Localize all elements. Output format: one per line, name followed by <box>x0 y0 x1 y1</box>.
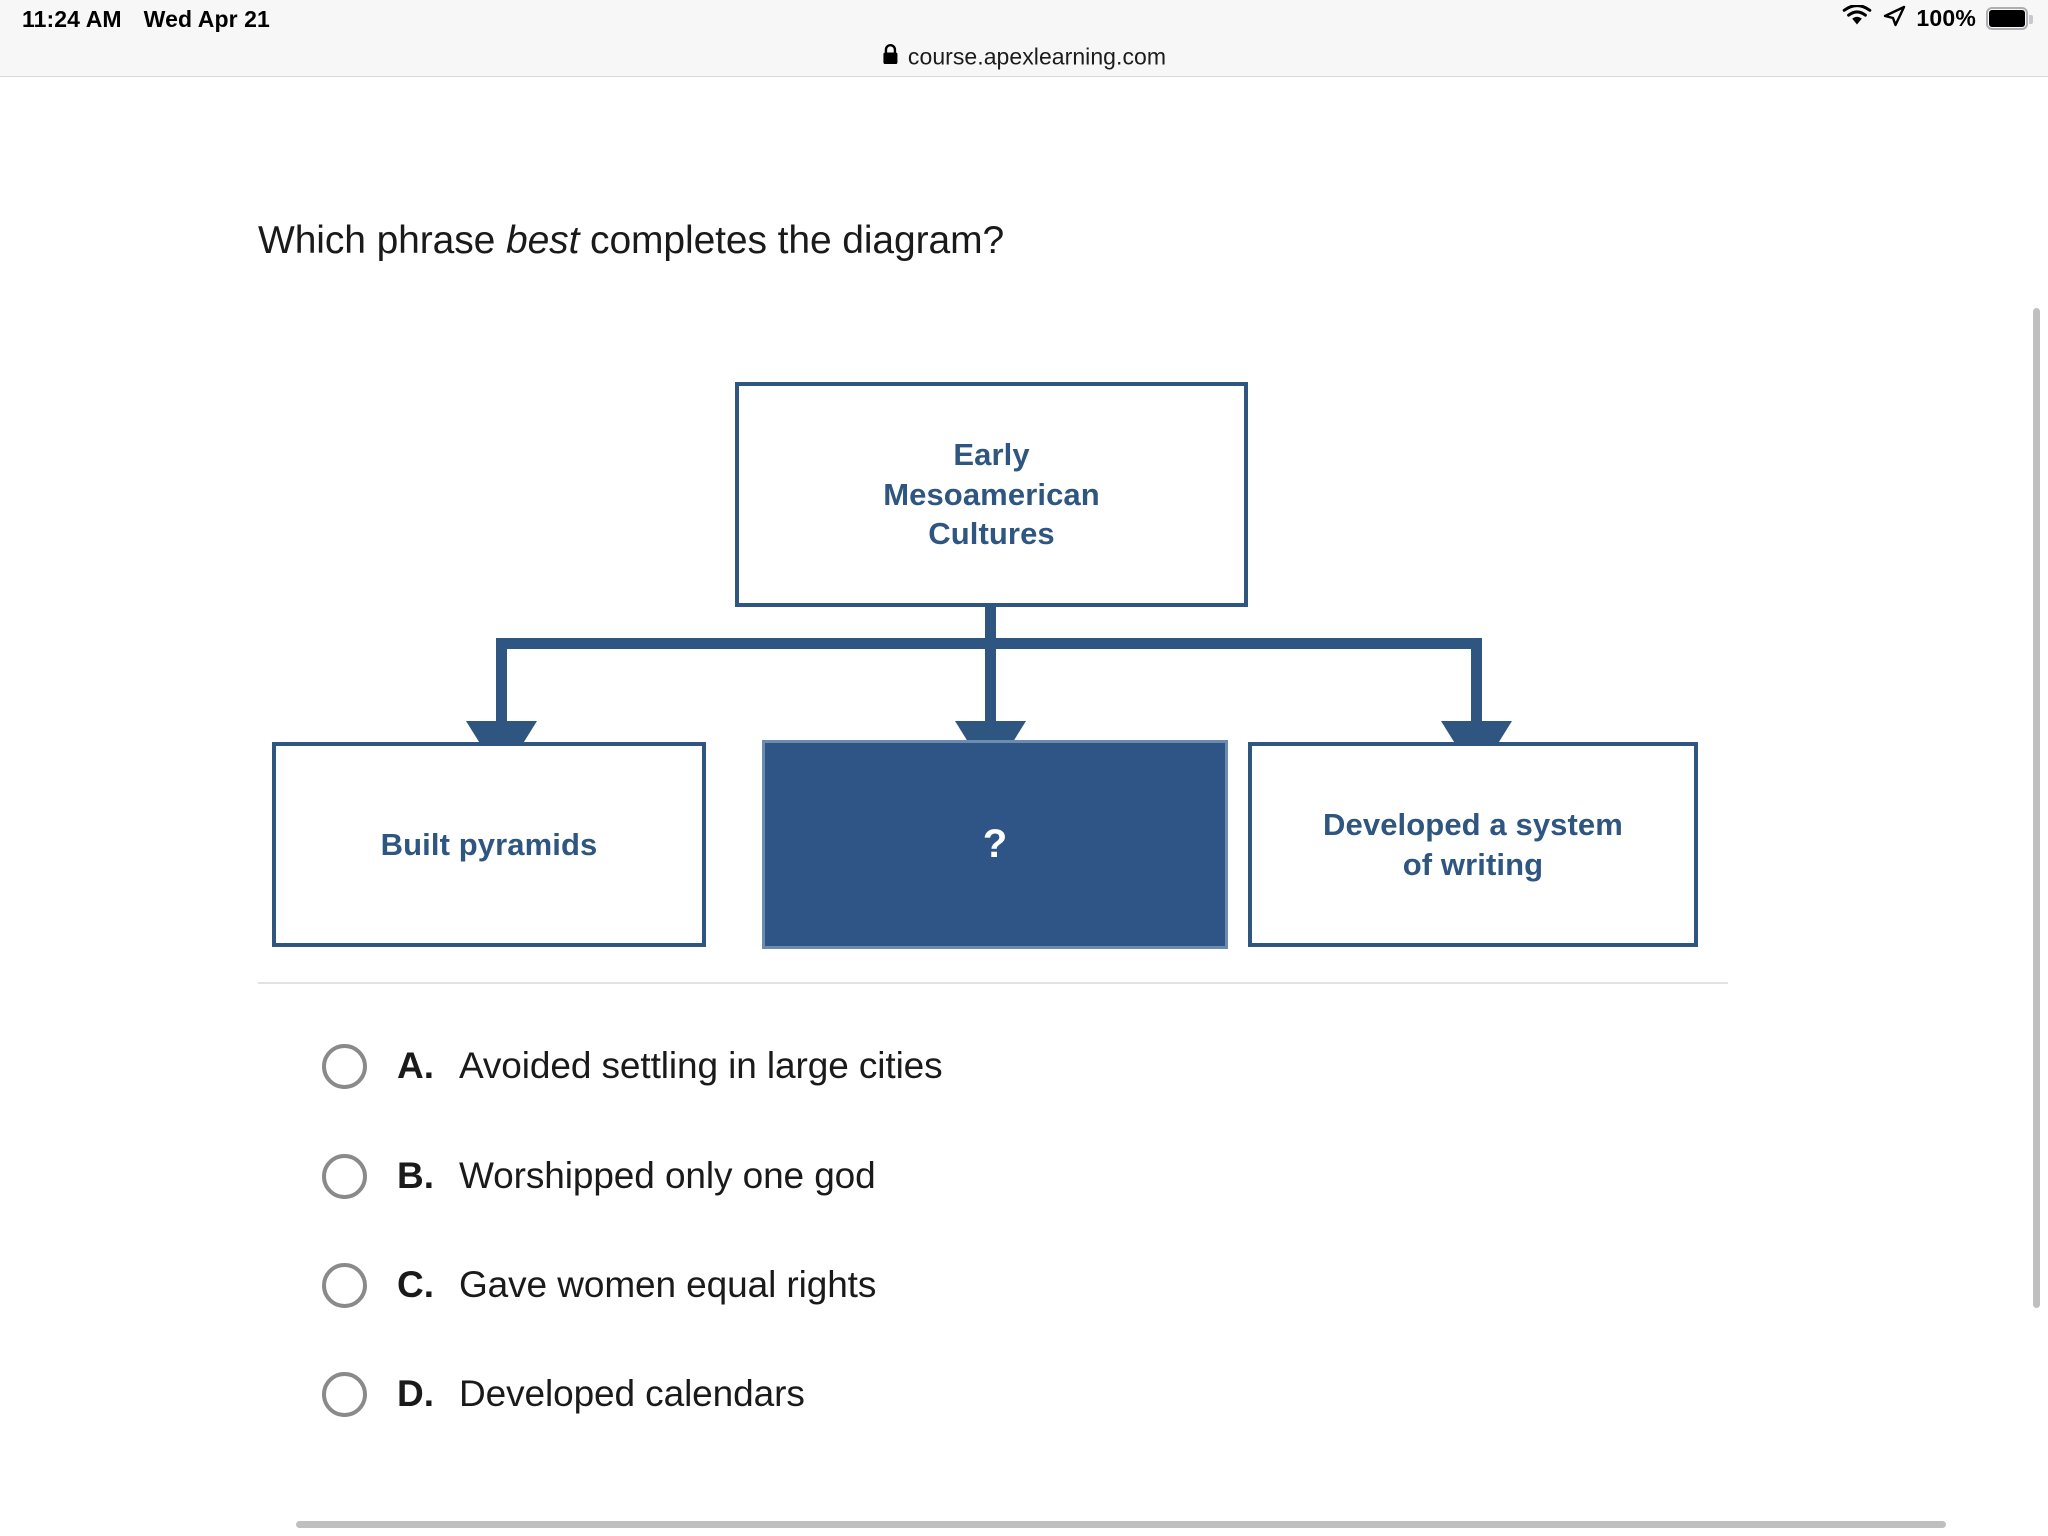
answer-text-d: Developed calendars <box>459 1373 805 1414</box>
battery-percent-label: 100% <box>1916 5 1976 31</box>
vertical-scrollbar[interactable] <box>2033 308 2040 1308</box>
status-bar-left: 11:24 AM Wed Apr 21 <box>22 6 270 33</box>
location-arrow-icon <box>1882 5 1906 32</box>
horizontal-scrollbar[interactable] <box>296 1521 1946 1528</box>
diagram-box-center-unknown: ? <box>762 740 1228 949</box>
answer-letter-c: C. <box>397 1264 434 1305</box>
browser-url-bar[interactable]: course.apexlearning.com <box>0 38 2048 77</box>
answer-text-a: Avoided settling in large cities <box>459 1045 943 1086</box>
diagram-box-root: Early Mesoamerican Cultures <box>735 382 1248 607</box>
wifi-icon <box>1842 4 1872 32</box>
diagram-box-root-label: Early Mesoamerican Cultures <box>883 435 1100 554</box>
status-time: 11:24 AM <box>22 6 122 32</box>
left-line-1: Built pyramids <box>380 826 598 862</box>
answer-letter-a: A. <box>397 1045 434 1086</box>
url-text: course.apexlearning.com <box>907 43 1167 70</box>
question-emphasis: best <box>505 219 580 262</box>
battery-full-icon <box>1986 7 2033 30</box>
question-page: Which phrase best completes the diagram?… <box>0 77 2048 1536</box>
section-divider <box>258 982 1728 984</box>
right-line-1: Developed a system <box>1323 806 1623 842</box>
flowchart-diagram: Early Mesoamerican Cultures Built pyrami… <box>0 302 2048 952</box>
status-date: Wed Apr 21 <box>143 6 270 32</box>
answer-option-d[interactable]: D. Developed calendars <box>322 1365 805 1423</box>
answer-option-a[interactable]: A. Avoided settling in large cities <box>322 1037 943 1095</box>
scroll-clipped-text <box>278 77 300 83</box>
root-line-1: Early <box>953 436 1030 472</box>
page-title: Which phrase best completes the diagram? <box>258 217 1004 266</box>
answer-option-c[interactable]: C. Gave women equal rights <box>322 1256 876 1314</box>
diagram-box-left-label: Built pyramids <box>381 825 598 865</box>
right-line-2: of writing <box>1402 846 1544 882</box>
url-field[interactable]: course.apexlearning.com <box>882 44 1166 71</box>
radio-button-a[interactable] <box>322 1043 367 1089</box>
question-text-part1: Which phrase <box>258 219 506 262</box>
ios-status-bar: 11:24 AM Wed Apr 21 100% <box>0 0 2048 38</box>
radio-button-b[interactable] <box>322 1153 367 1199</box>
answer-option-b[interactable]: B. Worshipped only one god <box>322 1147 876 1205</box>
answer-text-b: Worshipped only one god <box>459 1155 876 1196</box>
diagram-box-center-label: ? <box>982 821 1008 866</box>
diagram-box-right: Developed a system of writing <box>1248 742 1698 947</box>
status-bar-right: 100% <box>1842 4 2033 32</box>
answer-text-c: Gave women equal rights <box>459 1264 877 1305</box>
radio-button-d[interactable] <box>322 1371 367 1417</box>
answer-letter-b: B. <box>397 1155 434 1196</box>
root-line-3: Cultures <box>928 516 1055 552</box>
lock-icon <box>882 44 899 71</box>
radio-button-c[interactable] <box>322 1262 367 1308</box>
diagram-box-right-label: Developed a system of writing <box>1323 805 1623 884</box>
question-text-part2: completes the diagram? <box>579 219 1005 262</box>
root-line-2: Mesoamerican <box>883 476 1100 512</box>
diagram-box-left: Built pyramids <box>272 742 706 947</box>
answer-letter-d: D. <box>397 1373 434 1414</box>
